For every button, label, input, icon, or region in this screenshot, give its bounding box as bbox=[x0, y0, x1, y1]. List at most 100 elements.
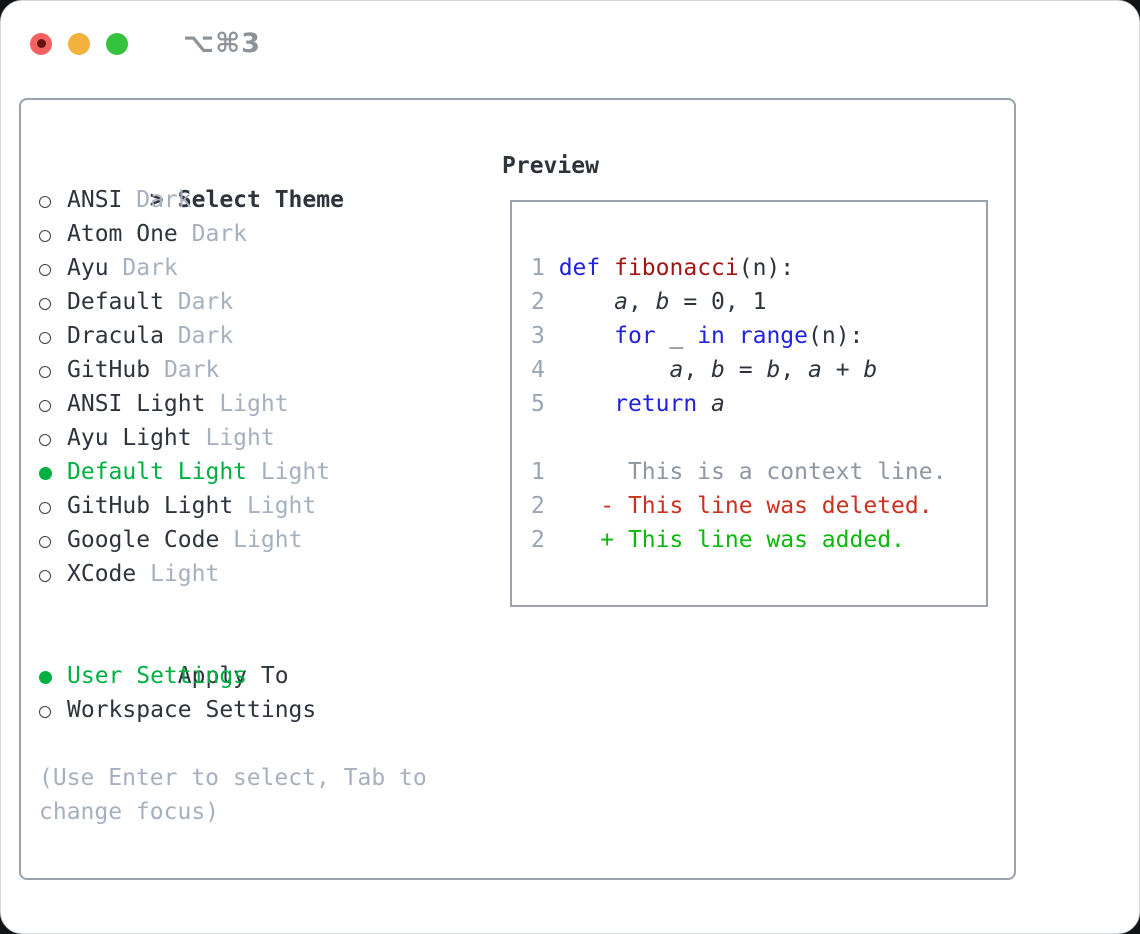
context-line-text: This is a context line. bbox=[544, 459, 947, 485]
keyword: def bbox=[558, 255, 601, 281]
theme-variant: Light bbox=[205, 391, 289, 417]
theme-name: Ayu Light bbox=[67, 425, 192, 451]
code-text bbox=[559, 391, 614, 417]
line-number: 1 bbox=[531, 459, 545, 485]
deleted-line-text: - This line was deleted. bbox=[544, 493, 933, 519]
function-name: fibonacci bbox=[614, 255, 739, 281]
variable: b bbox=[863, 357, 878, 383]
code-line: 1 def fibonacci(n): bbox=[531, 251, 986, 285]
code-text bbox=[725, 323, 739, 349]
theme-variant: Dark bbox=[177, 221, 248, 247]
keyword: in bbox=[697, 323, 725, 349]
spacer-line bbox=[39, 727, 469, 761]
theme-name: ANSI Light bbox=[67, 391, 206, 417]
apply-option-label: User Settings bbox=[67, 663, 248, 689]
titlebar: ⌥⌘3 bbox=[30, 28, 261, 59]
radio-circle bbox=[39, 196, 51, 208]
zoom-button[interactable] bbox=[106, 32, 128, 55]
code-text bbox=[559, 323, 614, 349]
code-text: , bbox=[627, 289, 656, 315]
theme-variant: Light bbox=[233, 493, 317, 519]
variable: b bbox=[655, 289, 670, 315]
radio-circle bbox=[39, 671, 52, 684]
theme-option-ansi-light[interactable]: ANSI Light Light bbox=[39, 387, 469, 421]
theme-option-ayu[interactable]: Ayu Dark bbox=[39, 251, 469, 285]
radio-circle bbox=[39, 366, 51, 378]
radio-icon bbox=[39, 421, 67, 455]
code-line: 3 for _ in range(n): bbox=[531, 319, 986, 353]
radio-circle bbox=[39, 502, 51, 514]
theme-option-default-light[interactable]: Default Light Light bbox=[39, 455, 469, 489]
keyword: for bbox=[614, 323, 656, 349]
theme-option-ansi[interactable]: ANSI Dark bbox=[39, 183, 469, 217]
code-text: , bbox=[683, 357, 712, 383]
radio-icon bbox=[39, 557, 67, 591]
theme-name: GitHub Light bbox=[67, 493, 234, 519]
radio-icon bbox=[39, 183, 67, 217]
apply-option-user-settings[interactable]: User Settings bbox=[39, 659, 469, 693]
variable: a bbox=[808, 357, 822, 383]
theme-name: Default Light bbox=[67, 459, 248, 485]
select-theme-label: Select Theme bbox=[177, 187, 344, 213]
code-line: 2 - This line was deleted. bbox=[531, 489, 986, 523]
radio-circle bbox=[39, 467, 52, 480]
minimize-button[interactable] bbox=[68, 32, 90, 55]
code-line: 5 return a bbox=[531, 387, 986, 421]
apply-option-workspace-settings[interactable]: Workspace Settings bbox=[39, 693, 469, 727]
theme-variant: Dark bbox=[108, 255, 178, 281]
prompt-icon: > bbox=[149, 187, 164, 213]
line-number: 2 bbox=[531, 493, 545, 519]
radio-icon bbox=[39, 217, 67, 251]
theme-variant: Light bbox=[191, 425, 275, 451]
theme-option-atom-one[interactable]: Atom One Dark bbox=[39, 217, 469, 251]
line-number: 4 bbox=[531, 357, 559, 383]
theme-option-google-code[interactable]: Google Code Light bbox=[39, 523, 469, 557]
code-text bbox=[559, 357, 670, 383]
code-line: 1 This is a context line. bbox=[531, 455, 986, 489]
line-number: 1 bbox=[531, 255, 559, 281]
code-text bbox=[697, 391, 711, 417]
theme-name: Atom One bbox=[67, 221, 178, 247]
hint-text: (Use Enter to select, Tab to change focu… bbox=[39, 765, 427, 825]
theme-variant: Light bbox=[136, 561, 220, 587]
preview-box: 1 def fibonacci(n): 2 a, b = 0, 1 3 for _ … bbox=[510, 200, 988, 607]
code-text: = 0, 1 bbox=[669, 289, 767, 315]
radio-icon bbox=[39, 489, 67, 523]
theme-option-github[interactable]: GitHub Dark bbox=[39, 353, 469, 387]
line-number: 2 bbox=[531, 289, 559, 315]
variable: b bbox=[711, 357, 725, 383]
theme-option-github-light[interactable]: GitHub Light Light bbox=[39, 489, 469, 523]
theme-name: ANSI bbox=[67, 187, 123, 213]
code-line: 2 + This line was added. bbox=[531, 523, 986, 557]
variable: a bbox=[614, 289, 628, 315]
radio-icon bbox=[39, 523, 67, 557]
code-text: = bbox=[724, 357, 767, 383]
radio-circle bbox=[39, 332, 51, 344]
theme-option-ayu-light[interactable]: Ayu Light Light bbox=[39, 421, 469, 455]
keyword: return bbox=[614, 391, 698, 417]
theme-option-dracula[interactable]: Dracula Dark bbox=[39, 319, 469, 353]
theme-option-default[interactable]: Default Dark bbox=[39, 285, 469, 319]
radio-circle bbox=[39, 230, 51, 242]
radio-circle bbox=[39, 536, 51, 548]
theme-option-xcode[interactable]: XCode Light bbox=[39, 557, 469, 591]
theme-variant: Dark bbox=[150, 357, 220, 383]
radio-circle bbox=[39, 706, 51, 718]
radio-circle bbox=[39, 434, 51, 446]
variable: a bbox=[669, 357, 684, 383]
keyword: range bbox=[738, 323, 808, 349]
close-dot-icon bbox=[36, 39, 46, 48]
close-button[interactable] bbox=[30, 32, 52, 55]
line-number: 2 bbox=[531, 527, 545, 553]
apply-to-header: Apply To bbox=[39, 625, 469, 689]
spacer-line bbox=[531, 421, 986, 455]
theme-variant: Light bbox=[219, 527, 303, 553]
code-line: 4 a, b = b, a + b bbox=[531, 353, 986, 387]
radio-icon bbox=[39, 319, 67, 353]
apply-option-label: Workspace Settings bbox=[67, 697, 317, 723]
window-title: ⌥⌘3 bbox=[183, 28, 261, 59]
